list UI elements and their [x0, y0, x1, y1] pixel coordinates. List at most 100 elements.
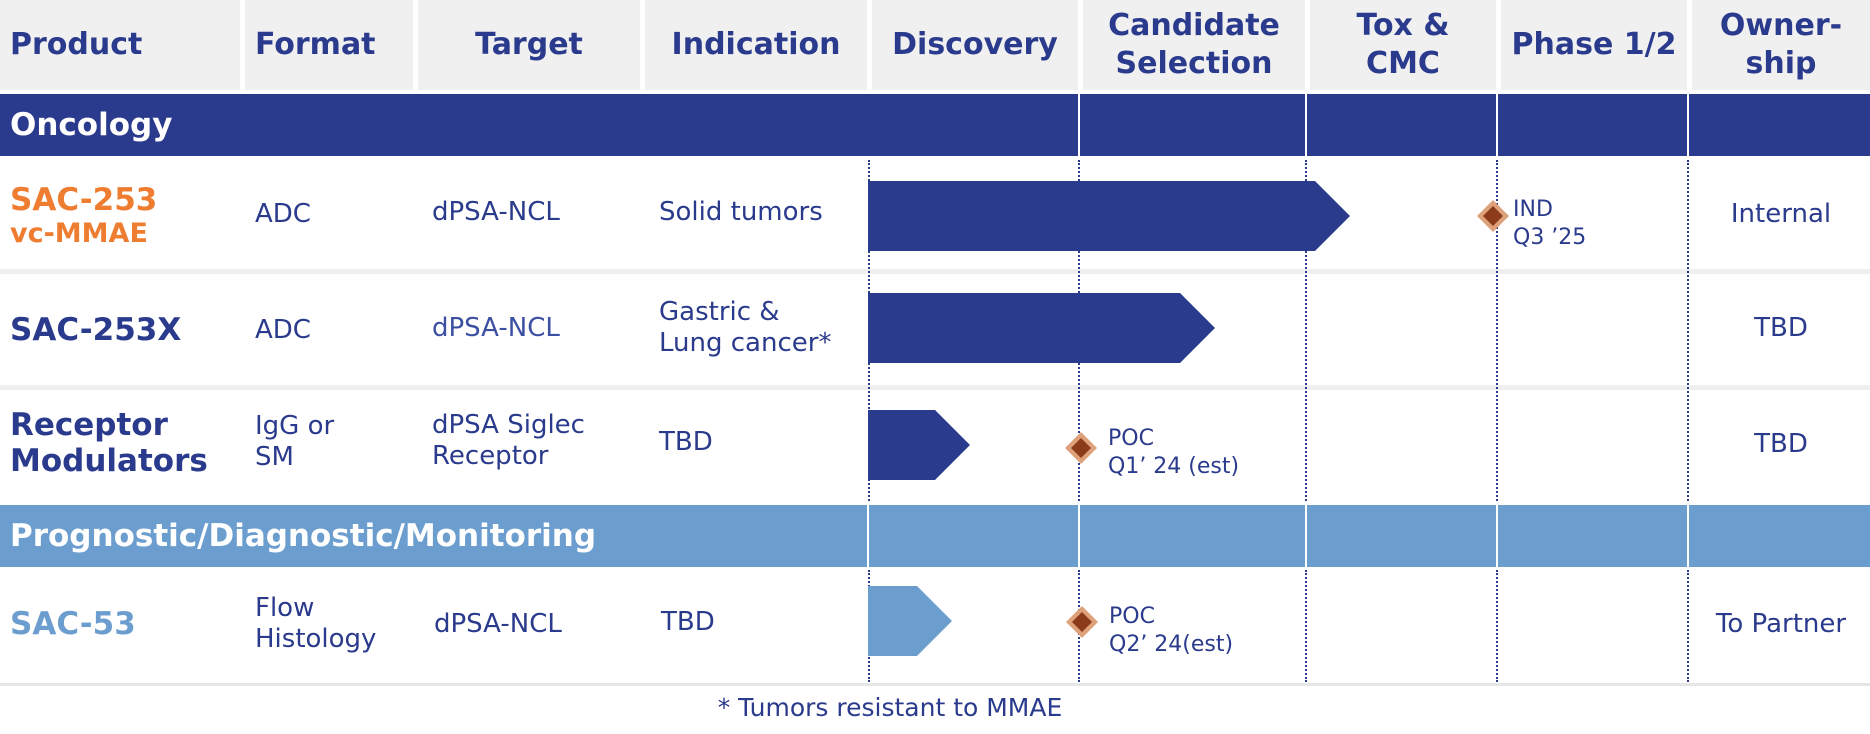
header-candidate-line2: Selection	[1115, 46, 1273, 81]
row-separator	[0, 269, 1870, 274]
row2-format-text: ADC	[255, 314, 311, 345]
band-separator	[1687, 94, 1689, 156]
row1-format: ADC	[255, 196, 311, 232]
header-tox-line1: Tox &	[1356, 8, 1450, 43]
band-separator	[1078, 505, 1080, 567]
gridline-ownership-start	[1687, 160, 1689, 501]
row4-format-line2: Histology	[255, 624, 377, 654]
milestone-diamond-icon	[1477, 200, 1509, 232]
header-ownership: Owner- ship	[1692, 0, 1870, 90]
gridline-ownership-start	[1687, 570, 1689, 682]
row2-ownership-text: TBD	[1754, 312, 1808, 343]
gridline-tox-start	[1305, 570, 1307, 682]
section-oncology-label: Oncology	[10, 107, 173, 143]
band-separator	[1496, 94, 1498, 156]
row4-milestone-line1: POC	[1109, 604, 1155, 629]
row3-target-line1: dPSA Siglec	[432, 410, 585, 440]
row3-milestone-label: POC Q1’ 24 (est)	[1108, 425, 1239, 481]
row3-format-line2: SM	[255, 442, 294, 472]
row4-product: SAC-53	[10, 604, 136, 644]
band-separator	[867, 505, 869, 567]
progress-arrow-receptor-modulators	[868, 410, 970, 480]
row3-product: Receptor Modulators	[10, 405, 208, 481]
row2-target: dPSA-NCL	[432, 310, 560, 346]
row1-product-name: SAC-253	[10, 182, 158, 218]
header-format-label: Format	[255, 27, 376, 62]
section-prognostic: Prognostic/Diagnostic/Monitoring	[0, 505, 1870, 567]
progress-arrow-sac-53	[868, 586, 952, 656]
row1-milestone-label: IND Q3 ’25	[1513, 196, 1586, 252]
gridline-tox-start	[1305, 160, 1307, 501]
row3-format: IgG or SM	[255, 410, 334, 474]
row2-ownership: TBD	[1692, 310, 1870, 346]
header-phase-label: Phase 1/2	[1511, 27, 1677, 62]
gridline-phase-start	[1496, 160, 1498, 501]
header-indication: Indication	[645, 0, 867, 90]
row2-product: SAC-253X	[10, 310, 181, 350]
row1-ownership: Internal	[1692, 196, 1870, 232]
header-phase: Phase 1/2	[1501, 0, 1687, 90]
header-tox-line2: CMC	[1366, 46, 1440, 81]
header-tox-cmc: Tox & CMC	[1310, 0, 1496, 90]
row3-indication: TBD	[659, 424, 713, 460]
header-format: Format	[245, 0, 413, 90]
row4-milestone-label: POC Q2’ 24(est)	[1109, 603, 1233, 659]
row1-target-text: dPSA-NCL	[432, 196, 560, 227]
row1-milestone-line2: Q3 ’25	[1513, 225, 1587, 250]
band-separator	[1078, 94, 1080, 156]
header-discovery-label: Discovery	[892, 27, 1058, 62]
table-bottom-rule	[0, 683, 1870, 686]
row1-product-subname: vc-MMAE	[10, 218, 148, 249]
band-separator	[1687, 505, 1689, 567]
header-target-label: Target	[475, 27, 583, 62]
header-candidate-line1: Candidate	[1108, 8, 1280, 43]
progress-arrow-sac-253x	[868, 293, 1215, 363]
milestone-diamond-icon	[1066, 606, 1098, 638]
row2-indication: Gastric & Lung cancer*	[659, 296, 831, 360]
row3-indication-text: TBD	[659, 426, 713, 457]
row3-format-line1: IgG or	[255, 411, 335, 441]
row1-product: SAC-253 vc-MMAE	[10, 176, 157, 256]
row4-format-line1: Flow	[255, 593, 315, 623]
row3-ownership: TBD	[1692, 426, 1870, 462]
header-discovery: Discovery	[872, 0, 1078, 90]
row1-format-text: ADC	[255, 198, 311, 229]
row1-milestone-line1: IND	[1513, 197, 1553, 222]
section-prognostic-label: Prognostic/Diagnostic/Monitoring	[10, 518, 597, 554]
row1-ownership-text: Internal	[1730, 198, 1832, 229]
row4-indication: TBD	[661, 604, 715, 640]
header-target: Target	[418, 0, 640, 90]
row4-target-text: dPSA-NCL	[434, 608, 562, 639]
row4-format: Flow Histology	[255, 592, 376, 656]
row2-target-text: dPSA-NCL	[432, 312, 560, 343]
row1-target: dPSA-NCL	[432, 194, 560, 230]
gridline-phase-start	[1496, 570, 1498, 682]
row3-product-line1: Receptor	[10, 407, 168, 443]
row3-target-line2: Receptor	[432, 441, 549, 471]
header-own-line2: ship	[1745, 46, 1817, 81]
footnote: * Tumors resistant to MMAE	[717, 693, 1063, 722]
milestone-diamond-icon	[1065, 432, 1097, 464]
row2-product-name: SAC-253X	[10, 312, 182, 348]
row3-ownership-text: TBD	[1754, 428, 1808, 459]
row4-ownership: To Partner	[1692, 606, 1870, 642]
row1-indication-text: Solid tumors	[659, 196, 823, 227]
row-separator	[0, 385, 1870, 390]
header-indication-label: Indication	[671, 27, 841, 62]
row2-format: ADC	[255, 312, 311, 348]
header-product-label: Product	[10, 27, 143, 62]
header-own-line1: Owner-	[1719, 8, 1843, 43]
section-oncology: Oncology	[0, 94, 1870, 156]
row3-milestone-line2: Q1’ 24 (est)	[1108, 454, 1240, 479]
row4-product-name: SAC-53	[10, 606, 136, 642]
row4-target: dPSA-NCL	[434, 606, 562, 642]
row3-product-line2: Modulators	[10, 443, 208, 479]
band-separator	[1305, 94, 1307, 156]
row4-milestone-line2: Q2’ 24(est)	[1109, 632, 1234, 657]
row1-indication: Solid tumors	[659, 194, 823, 230]
row2-indication-line2: Lung cancer*	[659, 328, 832, 358]
row4-ownership-text: To Partner	[1715, 608, 1847, 639]
row3-milestone-line1: POC	[1108, 426, 1154, 451]
band-separator	[1305, 505, 1307, 567]
